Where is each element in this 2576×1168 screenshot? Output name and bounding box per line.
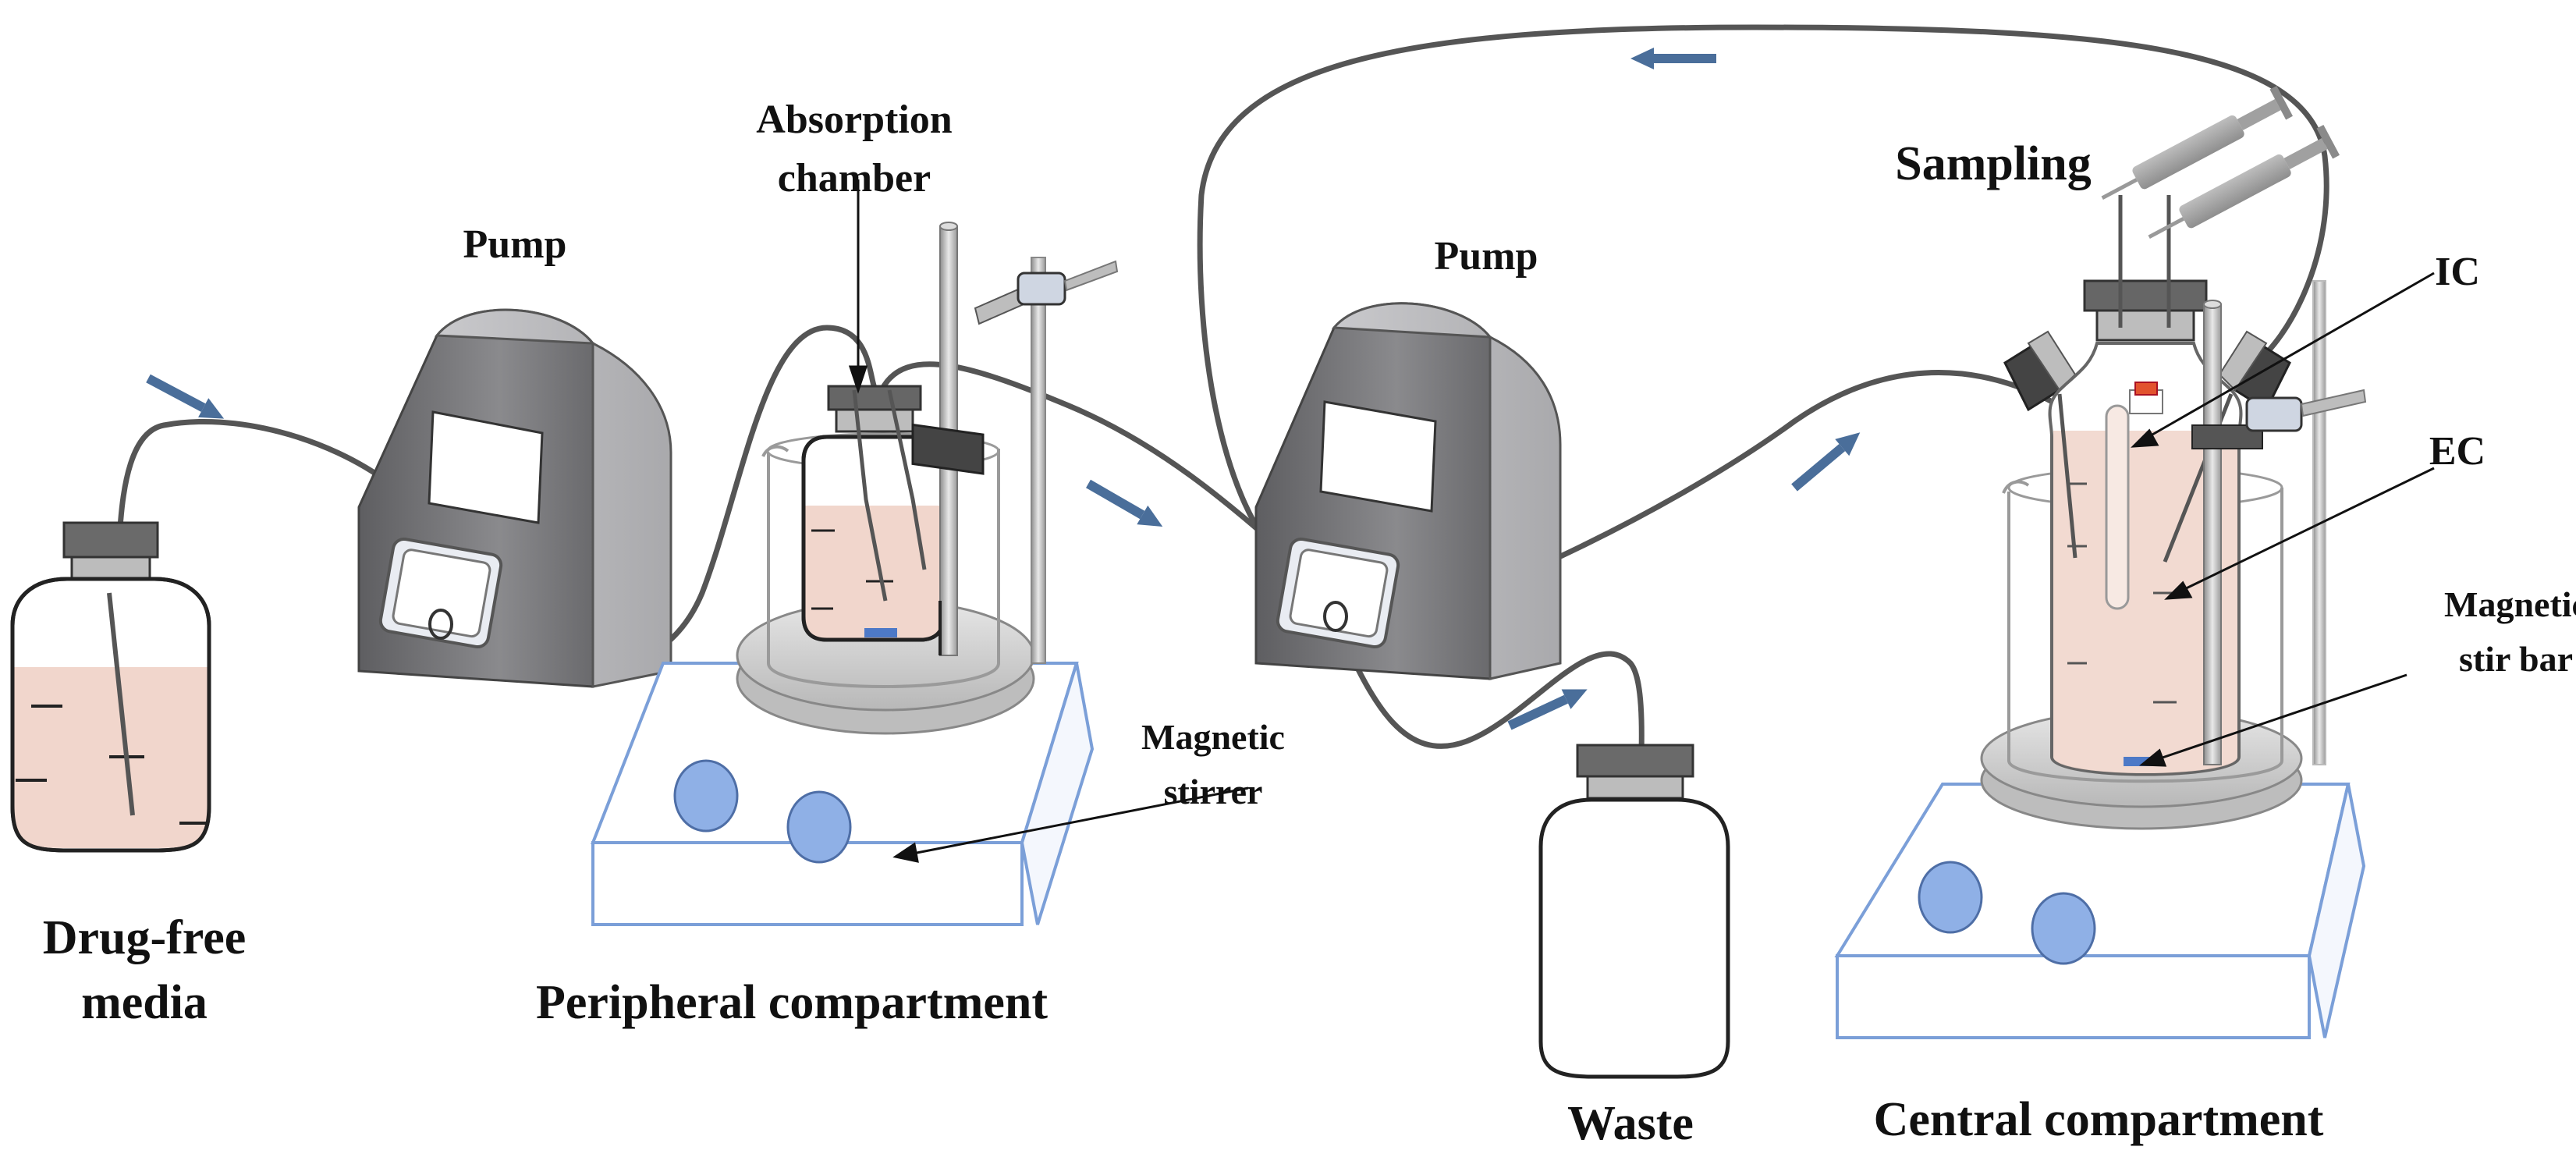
label-stir-bar-line1: Magnetic bbox=[2444, 584, 2576, 624]
flow-arrow-2 bbox=[1086, 479, 1163, 527]
flow-arrow-3 bbox=[1507, 689, 1588, 730]
pump-left bbox=[357, 308, 672, 688]
label-waste: Waste bbox=[1567, 1097, 1694, 1150]
label-drug-free-line1: Drug-free bbox=[43, 911, 247, 964]
label-ec: EC bbox=[2429, 429, 2486, 474]
waste-bottle bbox=[1538, 744, 1730, 1079]
absorption-stir-bar bbox=[864, 628, 897, 637]
central-clamp-stand bbox=[2191, 280, 2367, 765]
stirrer-knob bbox=[2031, 892, 2096, 965]
labels: Drug-free media Pump Pump Absorption cha… bbox=[43, 98, 2576, 1150]
pump-right bbox=[1254, 302, 1562, 680]
label-drug-free-line2: media bbox=[81, 976, 208, 1029]
sampling-syringes bbox=[2101, 85, 2340, 239]
label-peripheral-compartment: Peripheral compartment bbox=[536, 976, 1048, 1029]
drug-free-media-bottle bbox=[10, 521, 211, 853]
stirrer-knob bbox=[1918, 861, 1983, 934]
label-magnetic-stirrer-line2: stirrer bbox=[1164, 772, 1263, 811]
label-central-compartment: Central compartment bbox=[1874, 1093, 2324, 1146]
tube-return-loop bbox=[1197, 24, 2329, 573]
absorption-chamber bbox=[801, 385, 946, 642]
label-stir-bar-line2: stir bar bbox=[2459, 639, 2573, 679]
central-vessel bbox=[2003, 195, 2291, 776]
peripheral-magnetic-stirrer bbox=[591, 599, 1095, 926]
label-sampling: Sampling bbox=[1895, 137, 2092, 190]
label-magnetic-stirrer-line1: Magnetic bbox=[1141, 717, 1285, 757]
inner-compartment-seal bbox=[2134, 382, 2158, 396]
stirrer-knob bbox=[786, 790, 852, 864]
label-pump-right: Pump bbox=[1435, 234, 1538, 279]
flow-arrow-5 bbox=[1630, 48, 1716, 69]
pump-right-screen bbox=[1319, 400, 1437, 513]
pointer-lines bbox=[848, 179, 2435, 863]
flow-arrow-4 bbox=[1791, 432, 1861, 492]
label-ic: IC bbox=[2435, 250, 2480, 294]
tube-absorption-to-pump2 bbox=[878, 361, 1298, 565]
pump-left-head bbox=[378, 537, 503, 649]
pump-right-head bbox=[1276, 537, 1400, 649]
peripheral-clamp-stand bbox=[911, 222, 1119, 664]
syringe-icon bbox=[2148, 124, 2340, 239]
syringe-icon bbox=[2101, 85, 2293, 200]
flow-arrows bbox=[146, 48, 1861, 730]
label-pump-left: Pump bbox=[463, 222, 567, 267]
label-absorption-line2: chamber bbox=[778, 156, 931, 201]
flow-arrow-1 bbox=[146, 374, 225, 419]
stirrer-knob bbox=[673, 759, 739, 833]
label-absorption-line1: Absorption bbox=[756, 98, 952, 142]
pump-left-screen bbox=[428, 410, 544, 524]
